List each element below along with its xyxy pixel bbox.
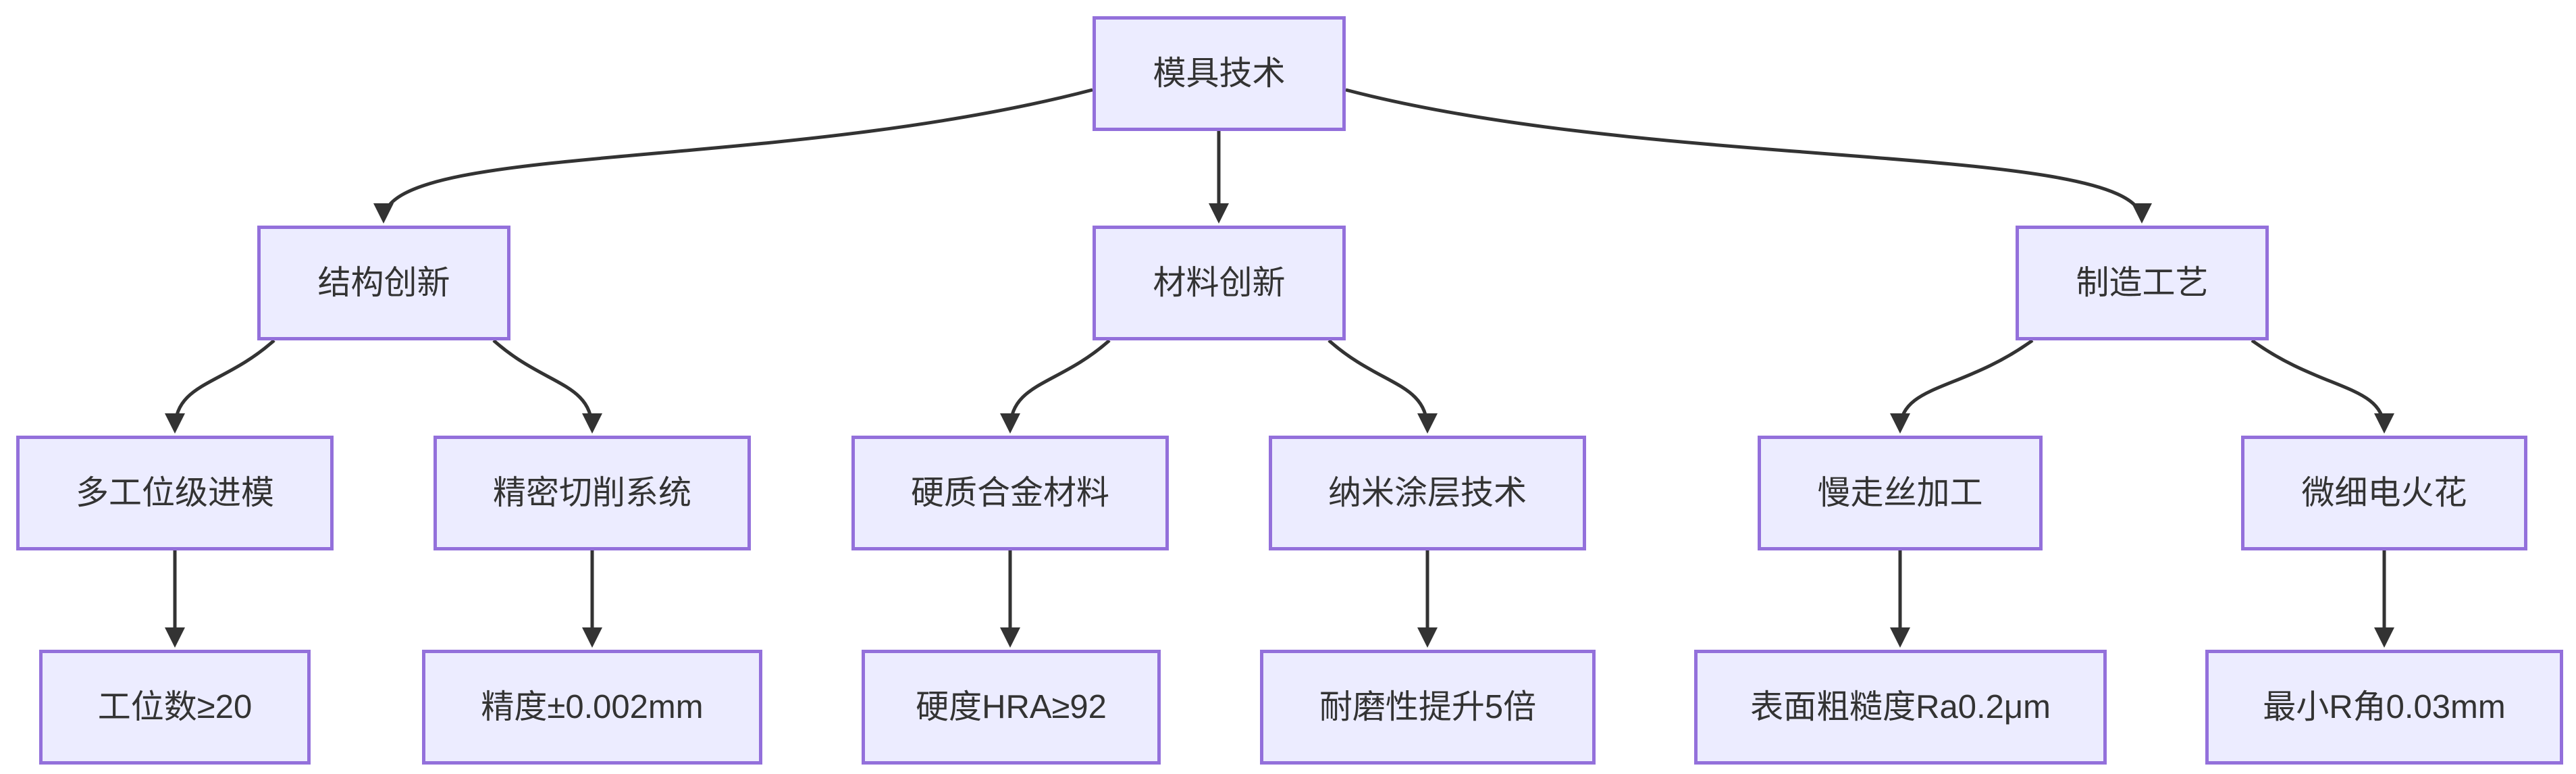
node-nano-coating: 纳米涂层技术 [1269,436,1586,550]
edge-root-to-process [1345,88,2152,224]
edge-process-to-slow-wire [1890,338,2034,434]
node-precision-spec: 精度±0.002mm [422,650,762,765]
edge-process-to-micro-edm [2251,338,2394,434]
node-micro-edm: 微细电火花 [2241,436,2527,550]
node-hardness: 硬度HRA≥92 [862,650,1161,765]
node-root: 模具技术 [1093,16,1346,131]
edge-structure-to-precision-cutting [492,339,602,434]
node-structure: 结构创新 [257,226,510,340]
node-process: 制造工艺 [2016,226,2269,340]
edge-root-to-structure [373,88,1093,224]
node-precision-cutting: 精密切削系统 [433,436,751,550]
node-multi-station: 多工位级进模 [16,436,334,550]
node-min-r-angle: 最小R角0.03mm [2205,650,2563,765]
node-material: 材料创新 [1093,226,1346,340]
node-station-count: 工位数≥20 [39,650,311,765]
node-wear-resistance: 耐磨性提升5倍 [1260,650,1596,765]
edge-material-to-nano-coating [1328,339,1438,434]
node-roughness: 表面粗糙度Ra0.2μm [1694,650,2107,765]
edge-material-to-carbide [1000,339,1111,434]
node-carbide: 硬质合金材料 [851,436,1169,550]
node-slow-wire: 慢走丝加工 [1758,436,2043,550]
edge-structure-to-multi-station [165,339,275,434]
